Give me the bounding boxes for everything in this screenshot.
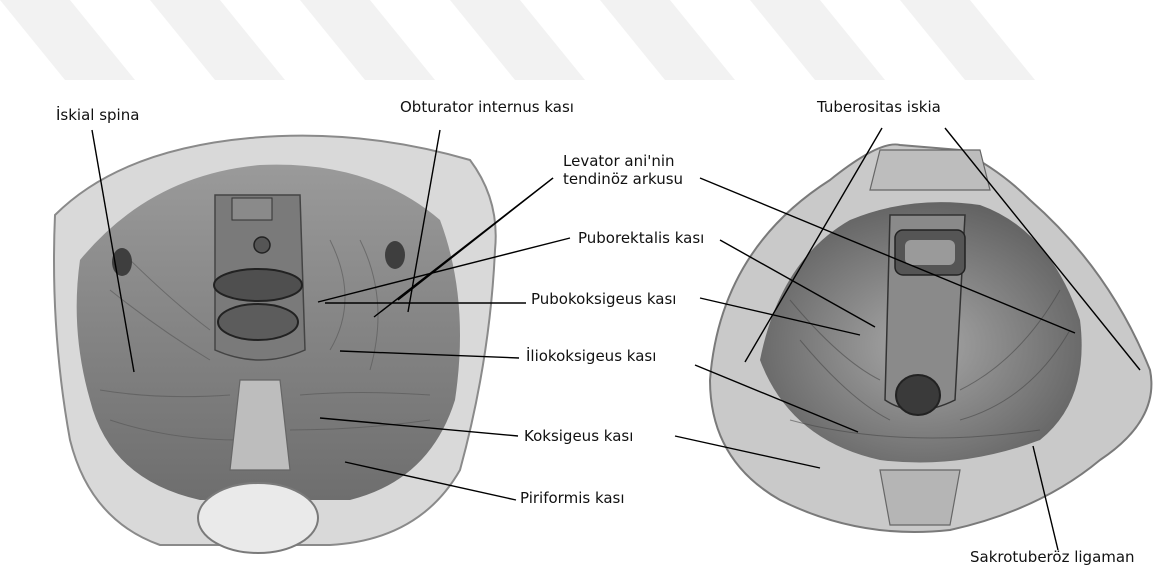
label-sakrotuberoz: Sakrotuberöz ligaman bbox=[970, 548, 1135, 566]
label-iskial-spina: İskial spina bbox=[56, 106, 139, 124]
label-obturator-internus: Obturator internus kası bbox=[400, 98, 574, 116]
label-piriformis: Piriformis kası bbox=[520, 489, 625, 507]
left-pelvis-illustration bbox=[54, 136, 496, 553]
label-pubokoksigeus: Pubokoksigeus kası bbox=[531, 290, 676, 308]
label-tuberositas-iskia: Tuberositas iskia bbox=[817, 98, 941, 116]
label-iliokoksigeus: İliokoksigeus kası bbox=[526, 347, 656, 365]
watermark-stripes bbox=[0, 0, 1035, 80]
label-koksigeus: Koksigeus kası bbox=[524, 427, 633, 445]
label-levator-ani-line1: Levator ani'nin bbox=[563, 152, 675, 170]
label-puborektalis: Puborektalis kası bbox=[578, 229, 704, 247]
label-levator-ani-line2: tendinöz arkusu bbox=[563, 170, 683, 188]
right-pelvis-illustration bbox=[710, 144, 1151, 532]
